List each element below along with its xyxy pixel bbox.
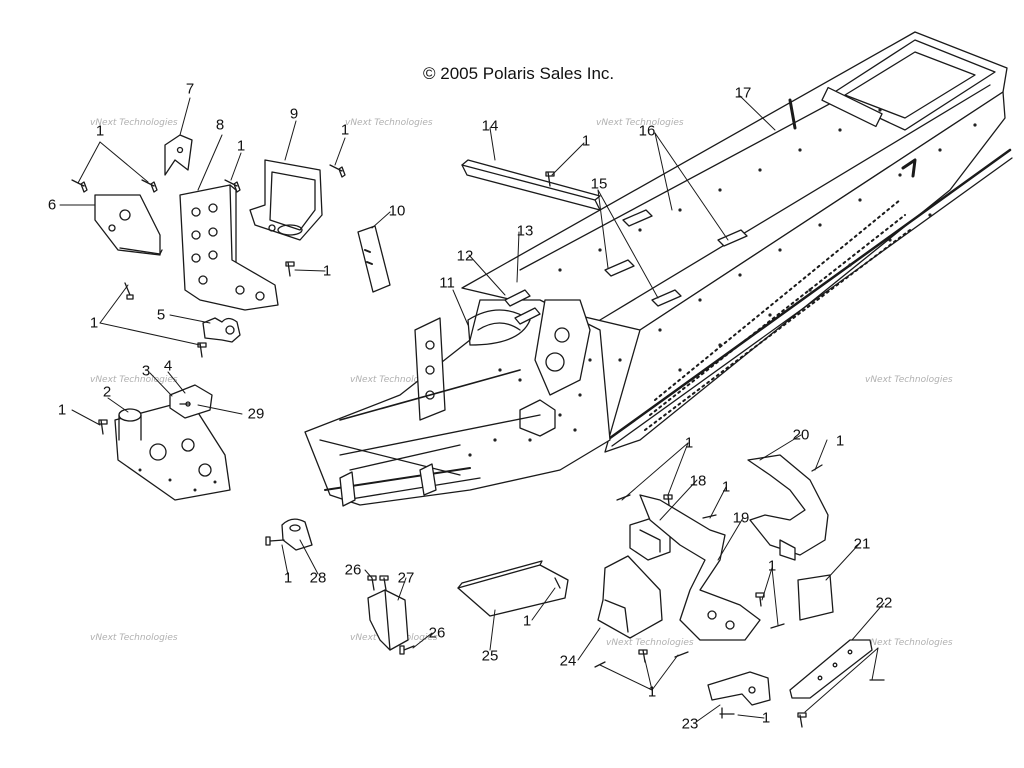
fasteners xyxy=(71,164,885,728)
callout-26: 26 xyxy=(428,624,446,642)
callout-18: 18 xyxy=(689,472,707,490)
watermark: vNext Technologies xyxy=(350,375,438,385)
callout-16: 16 xyxy=(638,122,656,140)
callout-1: 1 xyxy=(835,432,845,450)
callout-26: 26 xyxy=(344,561,362,579)
part-20-panel xyxy=(747,454,829,561)
callout-17: 17 xyxy=(734,84,752,102)
callout-28: 28 xyxy=(309,569,327,587)
watermark: vNext Technologies xyxy=(865,375,953,385)
callout-1: 1 xyxy=(522,612,532,630)
callout-2: 2 xyxy=(102,383,112,401)
watermark: vNext Technologies xyxy=(865,638,953,648)
callout-3: 3 xyxy=(141,362,151,380)
callout-27: 27 xyxy=(397,569,415,587)
callout-1: 1 xyxy=(283,569,293,587)
callout-4: 4 xyxy=(163,357,173,375)
watermark: vNext Technologies xyxy=(606,638,694,648)
callout-1: 1 xyxy=(761,709,771,727)
callout-25: 25 xyxy=(481,647,499,665)
part-19-bracket xyxy=(639,494,761,641)
callout-1: 1 xyxy=(684,434,694,452)
callout-6: 6 xyxy=(47,196,57,214)
callout-15: 15 xyxy=(590,175,608,193)
copyright-notice: © 2005 Polaris Sales Inc. xyxy=(423,64,615,83)
callout-1: 1 xyxy=(95,122,105,140)
part-2-tube xyxy=(114,399,231,501)
callout-1: 1 xyxy=(721,478,731,496)
callout-1: 1 xyxy=(57,401,67,419)
part-28-pad xyxy=(281,518,313,551)
watermark: vNext Technologies xyxy=(596,118,684,128)
callout-20: 20 xyxy=(792,426,810,444)
callout-21: 21 xyxy=(853,535,871,553)
part-5-clamp xyxy=(202,317,241,343)
part-27-bracket xyxy=(367,589,409,651)
part-24-bracket xyxy=(597,555,663,639)
callout-7: 7 xyxy=(185,80,195,98)
callout-1: 1 xyxy=(581,132,591,150)
callout-11: 11 xyxy=(439,274,455,292)
part-9-bracket xyxy=(249,159,323,241)
watermark: vNext Technologies xyxy=(90,375,178,385)
callout-24: 24 xyxy=(559,652,577,670)
chassis-tunnel xyxy=(461,31,1013,453)
part-25-plate xyxy=(457,560,569,617)
callout-1: 1 xyxy=(767,557,777,575)
part-4-plate xyxy=(169,384,213,419)
leader-lines xyxy=(59,95,885,723)
part-8-plate xyxy=(179,184,279,311)
part-6-bracket xyxy=(94,194,163,256)
callout-1: 1 xyxy=(236,137,246,155)
callout-23: 23 xyxy=(681,715,699,733)
callout-12: 12 xyxy=(456,247,474,265)
part-23-bracket xyxy=(707,671,771,706)
callout-1: 1 xyxy=(647,683,657,701)
part-14-cover xyxy=(461,159,601,211)
callout-1: 1 xyxy=(89,314,99,332)
callout-19: 19 xyxy=(732,509,750,527)
watermark: vNext Technologies xyxy=(90,633,178,643)
part-21-bracket xyxy=(797,574,834,621)
watermark: vNext Technologies xyxy=(90,118,178,128)
callout-8: 8 xyxy=(215,116,225,134)
callout-10: 10 xyxy=(388,202,406,220)
callout-13: 13 xyxy=(516,222,534,240)
part-7-bracket xyxy=(164,134,193,176)
callout-22: 22 xyxy=(875,594,893,612)
part-22-skid xyxy=(789,639,873,699)
front-bulkhead xyxy=(304,289,611,507)
callout-1: 1 xyxy=(322,262,332,280)
watermark: vNext Technologies xyxy=(345,118,433,128)
callout-5: 5 xyxy=(156,306,166,324)
callout-29: 29 xyxy=(247,405,265,423)
callout-9: 9 xyxy=(289,105,299,123)
callout-1: 1 xyxy=(340,121,350,139)
callout-14: 14 xyxy=(481,117,499,135)
part-10-strip xyxy=(357,225,391,293)
